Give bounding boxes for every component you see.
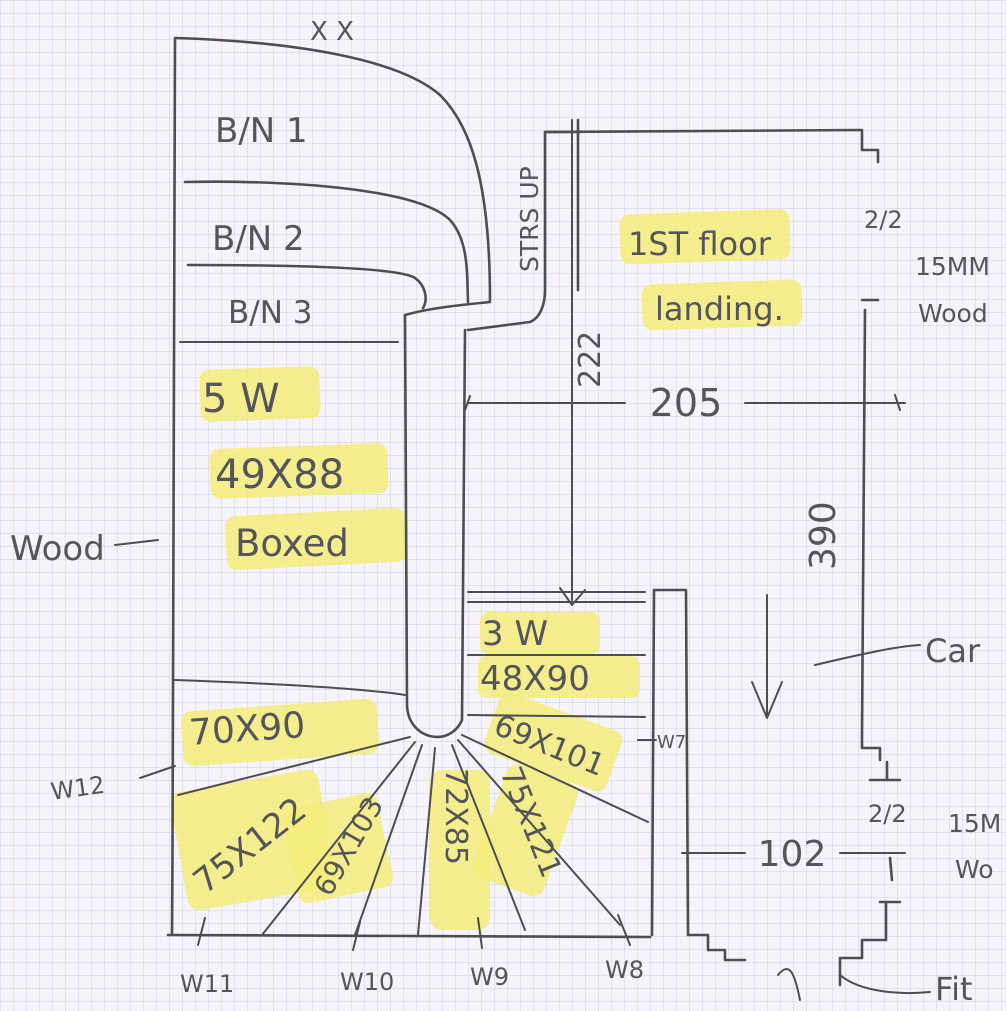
dim-222-arrowhead	[559, 587, 586, 606]
right-wall-lower-step	[838, 900, 888, 987]
direction-arrow	[751, 594, 783, 719]
wood-leader	[114, 539, 159, 546]
label-bn1: B/N 1	[215, 111, 308, 151]
label-stairs-up: STRS UP	[515, 166, 544, 272]
mm-top: 15MM	[915, 252, 990, 281]
dim-390-label: 390	[803, 501, 844, 570]
dim-205-label: 205	[650, 381, 723, 425]
dim-102-label: 102	[758, 834, 827, 875]
winder-line-w10	[354, 744, 423, 936]
wood-top: Wood	[918, 299, 988, 328]
winder-line-w9b	[451, 744, 526, 931]
label-3w: 3 W	[482, 614, 548, 654]
dim-222-label: 222	[573, 331, 608, 388]
ratio-top: 2/2	[864, 206, 903, 234]
carpet-leader	[814, 644, 921, 666]
right-wall-upper	[860, 298, 882, 762]
label-w12: W12	[49, 771, 107, 806]
right-wall-mid	[888, 856, 894, 882]
w12-leader	[139, 765, 176, 779]
wood-bottom: Wo	[955, 855, 994, 884]
winder-line-w9a	[417, 747, 436, 936]
label-w10: W10	[340, 968, 394, 996]
label-fit: Fit	[935, 970, 973, 1008]
label-w9: W9	[470, 963, 509, 991]
ratio-bottom: 2/2	[868, 800, 907, 828]
label-72x85: 72X85	[438, 768, 473, 865]
label-49x88: 49X88	[215, 452, 344, 498]
dim-205-ticks	[464, 394, 901, 411]
label-w8: W8	[605, 956, 644, 984]
label-carpet: Car	[925, 632, 981, 670]
bullnose-2-curve	[183, 180, 470, 304]
five-w-bottom-tread	[174, 679, 406, 696]
label-landing-2: landing.	[655, 290, 784, 328]
label-w7: W7	[657, 732, 686, 753]
dimension-lines	[114, 119, 931, 1001]
winder-line-w8	[457, 739, 621, 926]
fit-arrow-right	[839, 974, 931, 995]
fit-arrow-left	[777, 968, 801, 1001]
label-48x90: 48X90	[480, 659, 590, 699]
label-wood-left: Wood	[10, 529, 105, 569]
landing-top-wall	[543, 128, 880, 164]
winder-line-w7	[461, 734, 649, 823]
newel-top-joint	[403, 300, 492, 317]
label-boxed: Boxed	[235, 522, 349, 565]
stair-outline	[166, 36, 902, 987]
bottom-wall-line	[166, 933, 652, 939]
label-bn3: B/N 3	[228, 295, 312, 331]
bullnose-1-curve	[174, 36, 492, 302]
stairs-up-wall	[466, 130, 582, 332]
label-5w: 5 W	[202, 376, 280, 422]
right-wall-cap	[868, 760, 902, 782]
cross-marks: X X	[310, 17, 354, 47]
left-wall-line	[170, 36, 177, 937]
winder-line-w12	[177, 736, 411, 796]
right-flight-stringer	[652, 588, 747, 962]
label-w11: W11	[180, 970, 234, 998]
winder-ticks	[197, 914, 631, 951]
central-newel-stringer	[403, 313, 467, 739]
label-landing-1: 1ST floor	[628, 225, 772, 263]
label-bn2: B/N 2	[212, 219, 305, 259]
right-flight-top-tread	[467, 591, 646, 603]
right-flight-inner	[650, 588, 656, 937]
mm-bottom: 15M	[948, 809, 1001, 838]
winder-line-w11	[261, 741, 416, 936]
highlighter-marks	[170, 209, 803, 930]
right-flight-tread-3	[467, 714, 646, 718]
bullnose-3-curve	[186, 263, 427, 310]
label-70x90: 70X90	[188, 705, 307, 754]
